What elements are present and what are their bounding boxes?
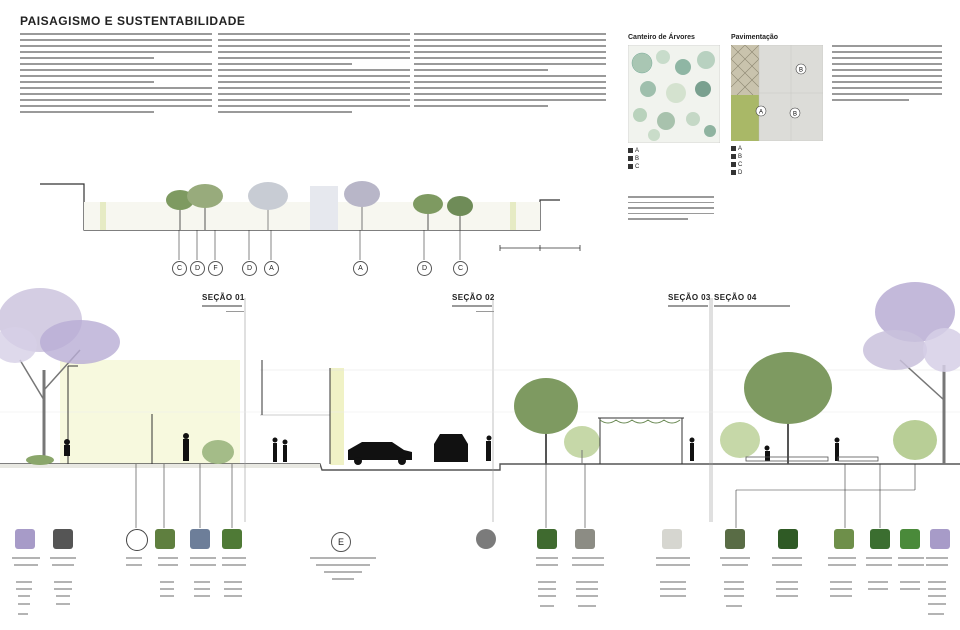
overview-marker-8: C: [453, 261, 468, 276]
plan-marker-2: A: [759, 110, 763, 116]
thumb-shrub-1: [725, 529, 745, 549]
overview-marker-1: C: [172, 261, 187, 276]
overview-marker-2: D: [190, 261, 205, 276]
section-heading-4: SEÇÃO 04: [714, 293, 790, 311]
paving-plan: B A B: [731, 45, 823, 141]
main-section: [0, 282, 960, 528]
section-heading-3: SEÇÃO 03: [668, 293, 711, 311]
thumb-paving-stone: [53, 529, 73, 549]
jacaranda-tree-right: [863, 282, 960, 464]
thumb-shrub-2: [778, 529, 798, 549]
thumb-pergola-vine: [575, 529, 595, 549]
overview-marker-4: D: [242, 261, 257, 276]
overview-marker-6: A: [353, 261, 368, 276]
pergola: [598, 417, 684, 464]
text-column-1: [20, 33, 212, 163]
people: [64, 433, 840, 462]
plan-marker-3: B: [793, 112, 797, 118]
plan-left-label: Canteiro de Árvores: [628, 34, 695, 41]
thumb-tree-green: [537, 529, 557, 549]
thumb-shrub-4: [870, 529, 890, 549]
plan-left-legend: A B C: [628, 147, 639, 171]
text-column-3: [414, 33, 606, 163]
thumb-gravel: [662, 529, 682, 549]
thumb-jacaranda-left: [15, 529, 35, 549]
thumb-shrub-3: [834, 529, 854, 549]
plan-right-label: Pavimentação: [731, 34, 779, 41]
text-column-2: [218, 33, 410, 163]
thumb-groundcover-1: [155, 529, 175, 549]
thumb-shrub-5: [900, 529, 920, 549]
overview-section: [40, 181, 581, 260]
section-trees: [514, 352, 937, 464]
thumb-bike-icon: [476, 529, 496, 549]
thumb-flower-blue: [190, 529, 210, 549]
tree-plan: [628, 45, 720, 143]
thumb-jacaranda-right: [930, 529, 950, 549]
plan-right-legend: A B C D: [731, 145, 742, 177]
mid-legend: [628, 196, 714, 224]
board-title: Paisagismo e sustentabilidade: [20, 14, 246, 28]
plan-marker-1: B: [799, 68, 803, 74]
overview-marker-7: D: [417, 261, 432, 276]
overview-marker-3: F: [208, 261, 223, 276]
thumb-drain-icon: [126, 529, 148, 551]
overview-marker-5: A: [264, 261, 279, 276]
section-heading-1: SEÇÃO 01: [202, 293, 245, 316]
section-marker-e: E: [331, 532, 351, 552]
text-column-4: [832, 45, 942, 140]
thumb-groundcover-2: [222, 529, 242, 549]
section-heading-2: SEÇÃO 02: [452, 293, 495, 316]
cars: [348, 434, 468, 465]
jacaranda-tree-left: [0, 288, 120, 464]
overview-trees: [166, 181, 473, 230]
thumb-captions: [10, 553, 950, 622]
